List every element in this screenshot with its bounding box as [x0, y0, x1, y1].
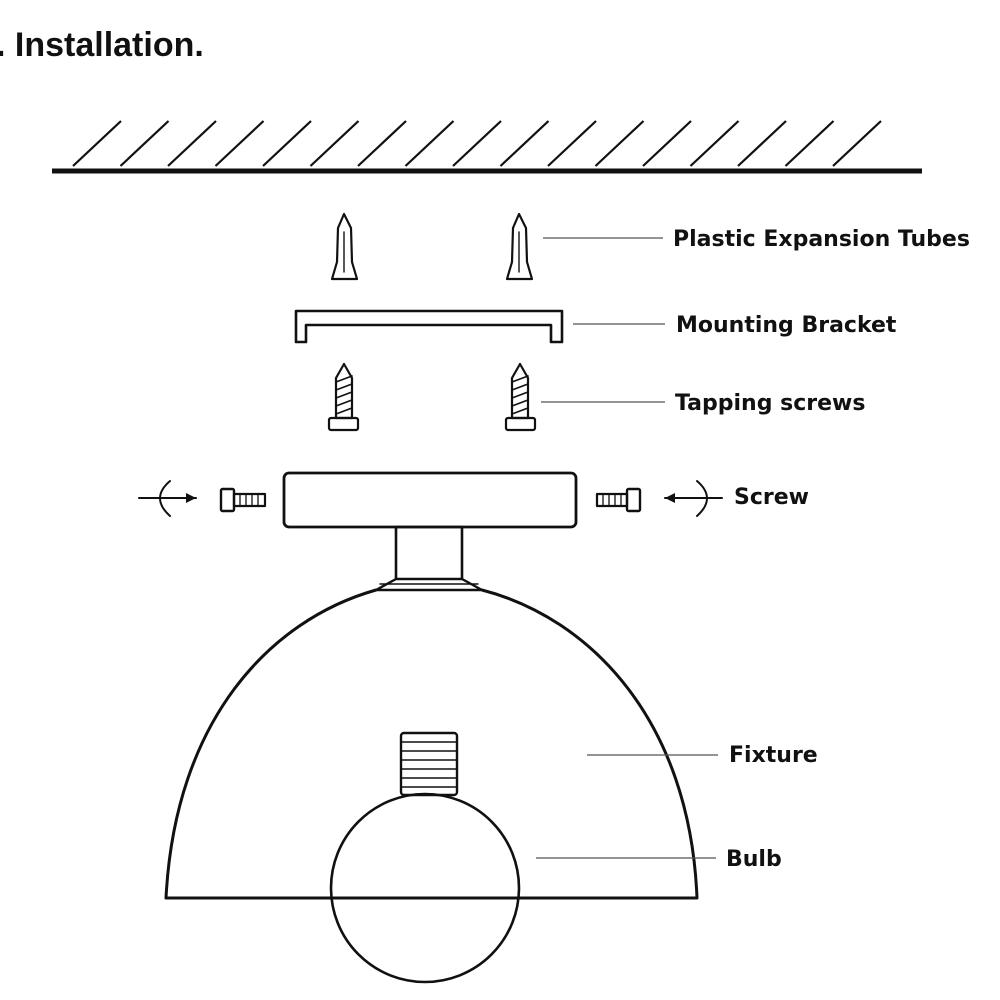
rotation-arrow-right-icon	[664, 480, 723, 517]
hatch-mark	[72, 120, 122, 167]
label-expansion-tubes: Plastic Expansion Tubes	[673, 227, 970, 252]
hatch-mark	[689, 120, 740, 167]
hatch-mark	[214, 120, 265, 167]
label-fixture: Fixture	[729, 743, 818, 768]
label-screw: Screw	[734, 485, 809, 510]
tapping-screw-left	[327, 362, 360, 432]
hatch-mark	[262, 120, 312, 167]
canopy-neck	[374, 525, 484, 592]
label-mounting-bracket: Mounting Bracket	[676, 313, 897, 338]
hatch-mark	[404, 120, 455, 167]
hatch-mark	[167, 120, 217, 167]
canopy-base	[282, 471, 578, 529]
side-screw-left	[219, 487, 267, 513]
bulb	[329, 731, 521, 984]
hatch-mark	[642, 120, 692, 167]
hatch-mark	[784, 120, 835, 167]
hatch-mark	[547, 120, 597, 167]
ceiling	[52, 120, 922, 174]
diagram-title: . Installation.	[0, 26, 204, 64]
mounting-bracket	[294, 309, 564, 344]
fixture-dome	[164, 588, 699, 900]
hatch-mark	[832, 120, 882, 167]
ceiling-hatch	[72, 120, 882, 167]
hatch-mark	[119, 120, 170, 167]
label-bulb: Bulb	[726, 847, 782, 872]
hatch-mark	[737, 120, 787, 167]
side-screw-right	[595, 487, 642, 513]
expansion-tube-left	[330, 212, 359, 281]
label-tapping-screws: Tapping screws	[675, 391, 865, 416]
hatch-mark	[309, 120, 360, 167]
hatch-mark	[499, 120, 550, 167]
hatch-mark	[594, 120, 645, 167]
tapping-screw-right	[504, 362, 537, 432]
hatch-mark	[452, 120, 502, 167]
rotation-arrow-left-icon	[138, 480, 197, 517]
expansion-tube-right	[505, 212, 534, 281]
hatch-mark	[357, 120, 407, 167]
